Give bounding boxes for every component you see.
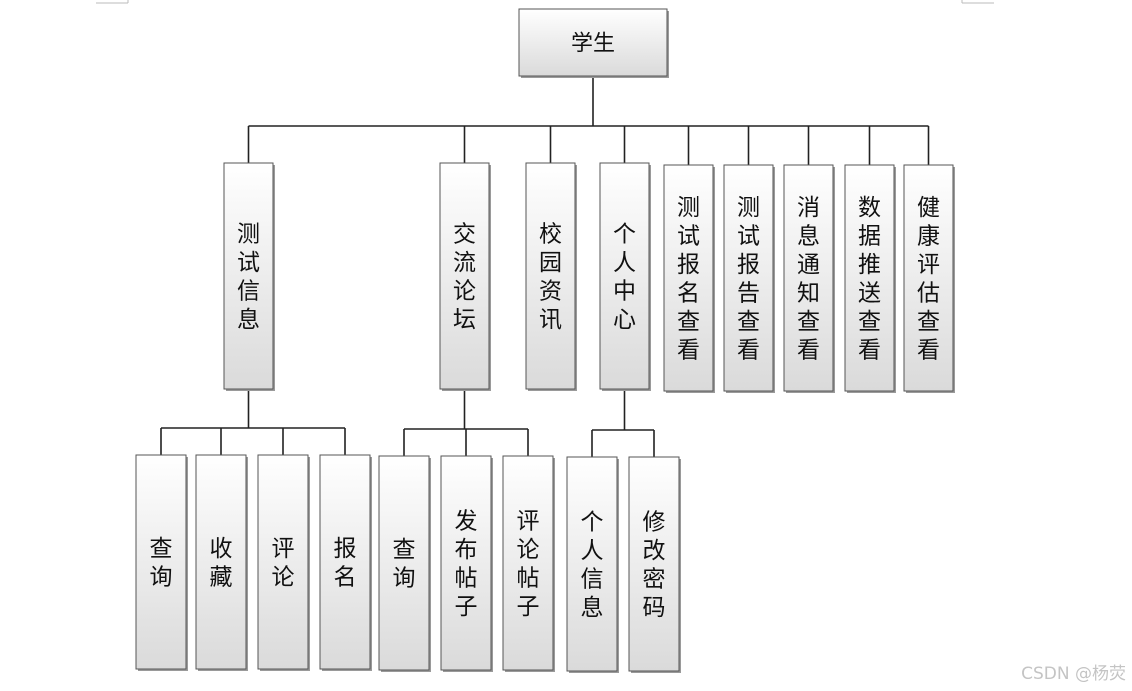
node-box [378,455,430,671]
node-test-info: 测试信息 [223,162,275,391]
node-forum: 交流论坛 [439,162,491,391]
node-box [135,454,187,670]
node-box [723,164,774,392]
node-box [440,455,492,671]
node-test-query: 查询 [135,454,188,671]
node-label: 测试信息 [237,222,260,334]
node-test-favorite: 收藏 [195,454,248,671]
node-label: 查询 [393,537,416,592]
node-label: 报名 [334,536,357,591]
node-box [783,164,834,392]
node-personal-info: 个人信息 [566,456,619,673]
node-label: 测试报告查看 [737,195,760,364]
node-test-signup-view: 测试报名查看 [663,164,715,393]
node-personal-center: 个人中心 [599,162,651,391]
node-box [844,164,895,392]
node-box [599,162,650,390]
node-label: 查询 [150,536,173,591]
node-data-push-view: 数据推送查看 [844,164,896,393]
node-forum-post: 发布帖子 [440,455,493,672]
node-test-signup: 报名 [319,454,372,671]
node-label: 修改密码 [643,510,666,622]
node-box [903,164,954,392]
node-test-comment: 评论 [257,454,310,671]
node-label: 学生 [571,31,615,56]
node-box [525,162,576,390]
node-label: 收藏 [210,536,233,591]
node-label: 消息通知查看 [797,195,820,364]
node-box [439,162,490,390]
node-label: 个人信息 [581,510,604,622]
node-label: 评论 [272,536,295,591]
node-box [566,456,618,672]
node-notice-view: 消息通知查看 [783,164,835,393]
node-box [319,454,371,670]
node-change-password: 修改密码 [628,456,681,673]
node-label: 交流论坛 [453,222,476,334]
node-box [518,8,668,77]
node-campus-news: 校园资讯 [525,162,577,391]
node-root: 学生 [518,8,669,78]
node-label: 健康评估查看 [917,195,940,364]
node-label: 发布帖子 [455,509,478,621]
node-label: 测试报名查看 [677,195,700,364]
node-label: 评论帖子 [517,509,540,621]
node-label: 校园资讯 [539,222,562,334]
node-forum-comment: 评论帖子 [502,455,555,672]
node-box [223,162,274,390]
node-box [628,456,680,672]
node-box [502,455,554,671]
node-test-report-view: 测试报告查看 [723,164,775,393]
crop-marks [96,0,994,4]
node-health-eval-view: 健康评估查看 [903,164,955,393]
node-box [195,454,247,670]
watermark: CSDN @杨荧 [1021,664,1126,684]
node-label: 个人中心 [613,222,636,334]
node-label: 数据推送查看 [858,195,881,364]
node-forum-query: 查询 [378,455,431,672]
node-box [663,164,714,392]
node-box [257,454,309,670]
connector-lines [160,76,930,457]
